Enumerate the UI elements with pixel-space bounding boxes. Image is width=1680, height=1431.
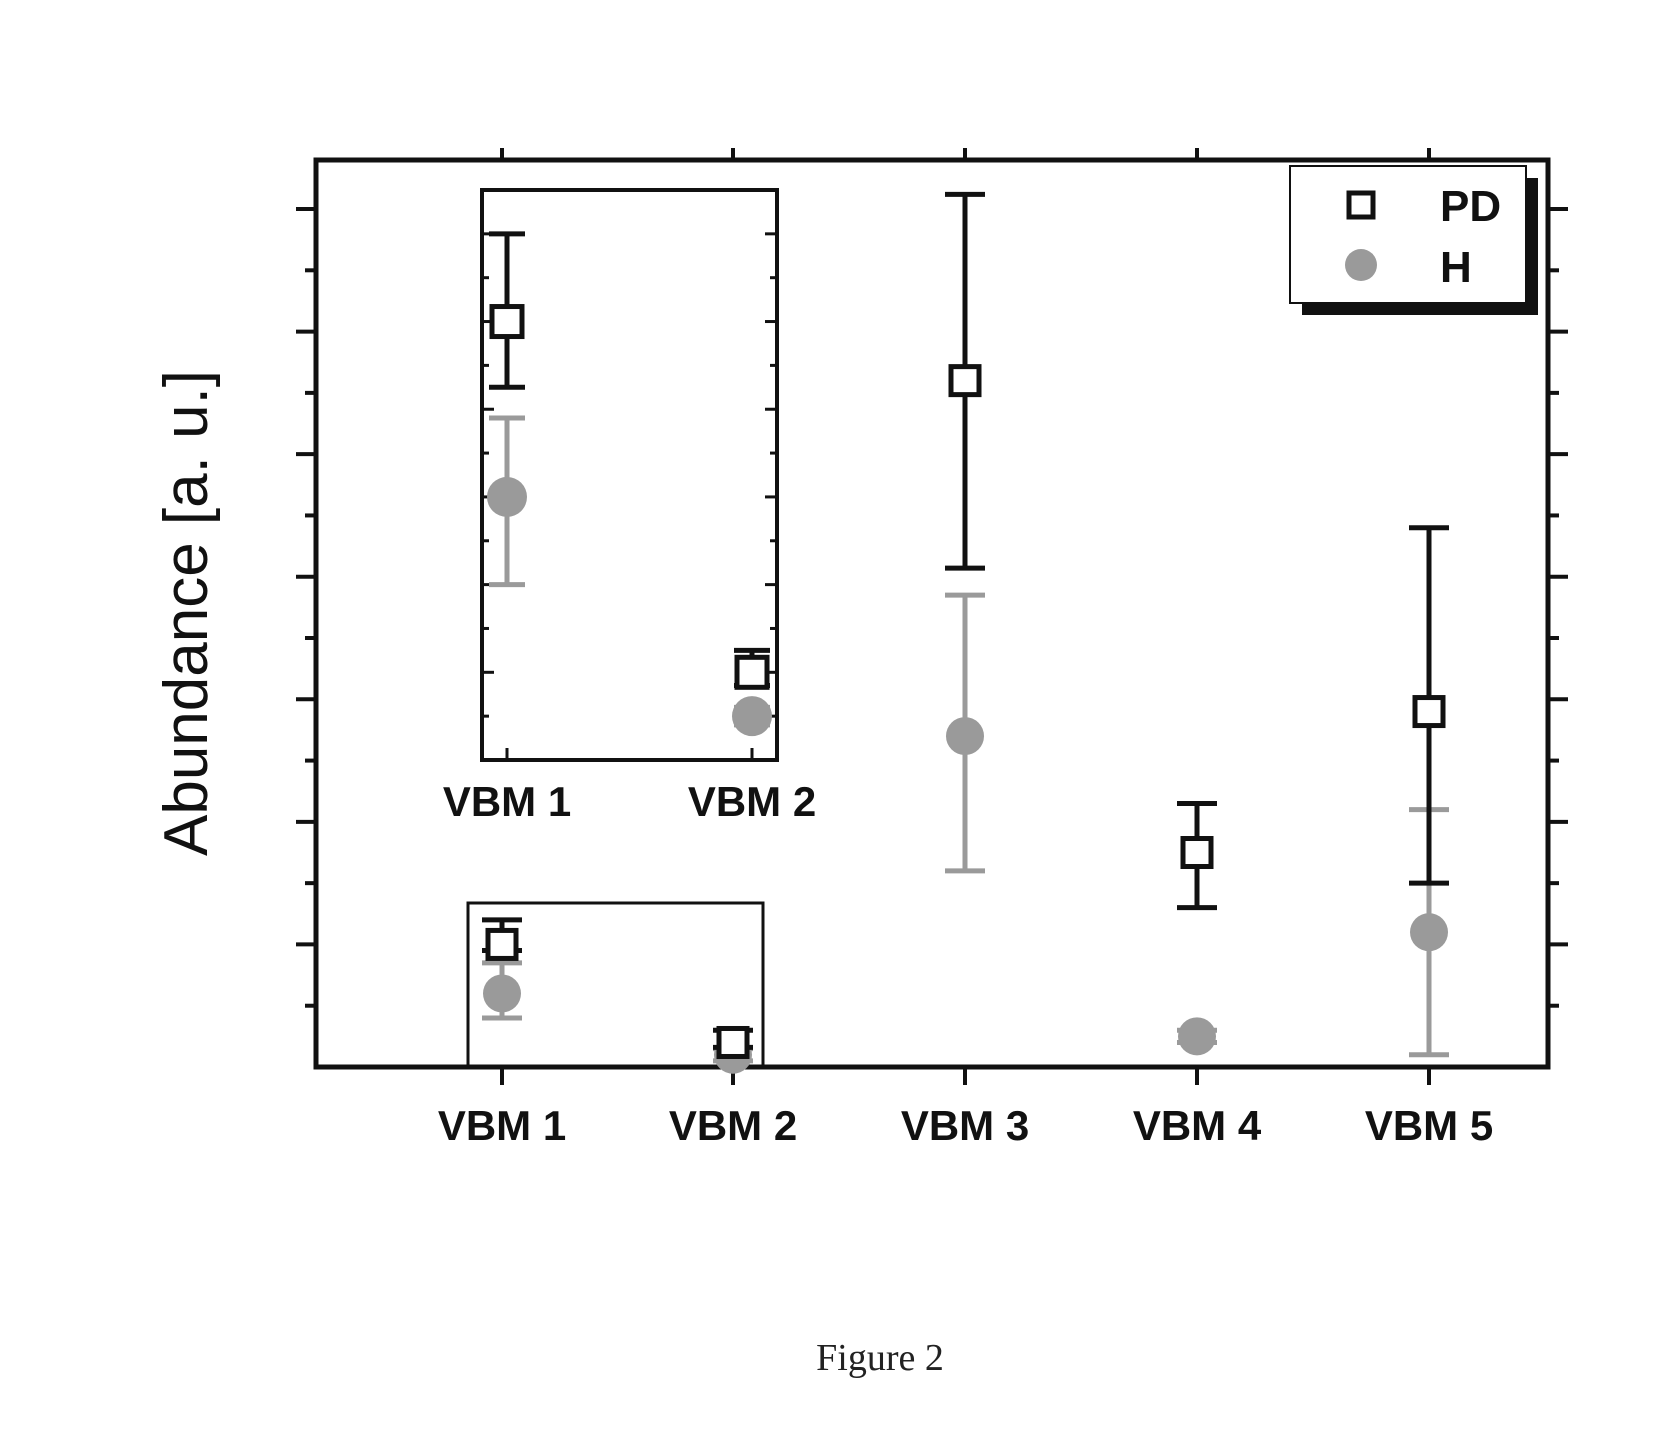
point-pd (1183, 839, 1211, 867)
inset-plot-frame (482, 190, 777, 760)
main-y-ticks (296, 209, 1568, 1006)
point-pd (1415, 698, 1443, 726)
legend-h-marker (1345, 249, 1377, 281)
main-x-tick-labels: VBM 1 VBM 2 VBM 3 VBM 4 VBM 5 (438, 1102, 1493, 1149)
x-tick-label: VBM 1 (438, 1102, 566, 1149)
x-tick-label: VBM 4 (1133, 1102, 1262, 1149)
point-h (1178, 1017, 1216, 1055)
legend-pd-marker (1349, 193, 1373, 217)
y-axis-label: Abundance [a. u.] (152, 370, 221, 856)
point-pd (951, 367, 979, 395)
inset-x-tick-label: VBM 1 (443, 778, 571, 825)
point-h (1410, 913, 1448, 951)
x-tick-label: VBM 3 (901, 1102, 1029, 1149)
point-h (946, 717, 984, 755)
x-tick-label: VBM 5 (1365, 1102, 1493, 1149)
inset-x-tick-label: VBM 2 (688, 778, 816, 825)
point-h (732, 696, 772, 736)
legend-h-label: H (1440, 243, 1472, 292)
point-pd (488, 930, 516, 958)
point-pd (719, 1028, 747, 1056)
point-h (483, 974, 521, 1012)
point-pd (737, 657, 767, 687)
point-h (487, 477, 527, 517)
point-pd (492, 307, 522, 337)
x-tick-label: VBM 2 (669, 1102, 797, 1149)
figure-caption: Figure 2 (816, 1337, 944, 1379)
inset-x-tick-labels: VBM 1 VBM 2 (443, 778, 816, 825)
legend: PD H (1290, 166, 1538, 315)
main-data-marks (482, 194, 1449, 1073)
inset-data-marks (487, 234, 772, 736)
legend-pd-label: PD (1440, 182, 1501, 231)
